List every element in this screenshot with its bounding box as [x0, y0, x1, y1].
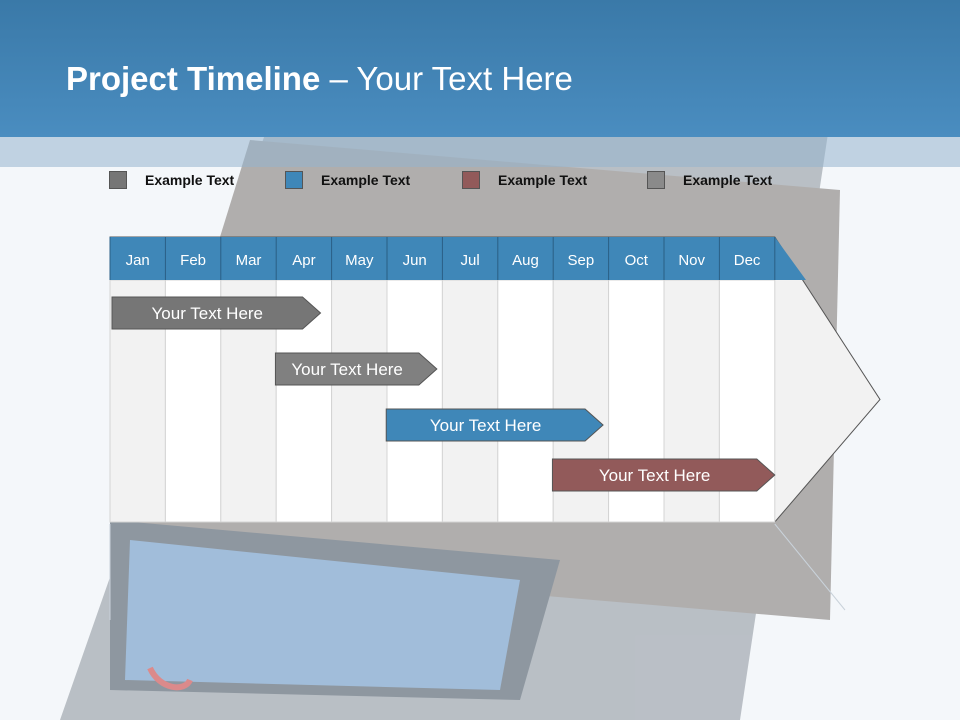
month-label-nov: Nov: [678, 252, 705, 269]
legend-item-2: Example Text: [285, 171, 410, 189]
legend: Example Text Example Text Example Text E…: [0, 171, 960, 195]
legend-label-3: Example Text: [498, 172, 588, 188]
month-label-jan: Jan: [126, 252, 150, 269]
legend-swatch-3: [462, 171, 480, 189]
legend-swatch-2: [285, 171, 303, 189]
title-banner: [0, 0, 960, 137]
month-column: [497, 279, 554, 523]
legend-swatch-4: [647, 171, 665, 189]
legend-item-3: Example Text: [462, 171, 587, 189]
slide-title: Project Timeline – Your Text Here: [66, 60, 573, 98]
task-label-1: Your Text Here: [152, 304, 264, 323]
slide-title-rest: – Your Text Here: [320, 60, 573, 97]
month-label-oct: Oct: [625, 252, 649, 269]
month-label-may: May: [345, 252, 374, 269]
legend-label-1: Example Text: [145, 172, 235, 188]
task-bar-1: [111, 296, 322, 330]
month-label-jun: Jun: [403, 252, 427, 269]
timeline-reflection: [109, 523, 846, 620]
legend-label-4: Example Text: [683, 172, 773, 188]
month-label-jul: Jul: [461, 252, 480, 269]
task-bar-3: [385, 408, 604, 442]
task-bar-4: [551, 458, 776, 492]
title-banner-strip: [0, 137, 960, 167]
month-label-mar: Mar: [236, 252, 262, 269]
month-label-dec: Dec: [734, 252, 761, 269]
month-label-feb: Feb: [180, 252, 206, 269]
month-label-aug: Aug: [512, 252, 539, 269]
task-label-4: Your Text Here: [599, 466, 711, 485]
month-column: [331, 279, 388, 523]
legend-swatch-1: [109, 171, 127, 189]
slide-title-bold: Project Timeline: [66, 60, 321, 97]
month-label-sep: Sep: [568, 252, 595, 269]
task-label-3: Your Text Here: [430, 416, 542, 435]
task-label-2: Your Text Here: [291, 360, 403, 379]
legend-label-2: Example Text: [321, 172, 411, 188]
month-header-band: [110, 237, 806, 280]
legend-item-4: Example Text: [647, 171, 772, 189]
legend-item-1: Example Text: [109, 171, 234, 189]
task-bar-2: [274, 352, 438, 386]
month-column: [441, 279, 499, 523]
month-column: [386, 279, 443, 523]
month-label-apr: Apr: [292, 252, 315, 269]
